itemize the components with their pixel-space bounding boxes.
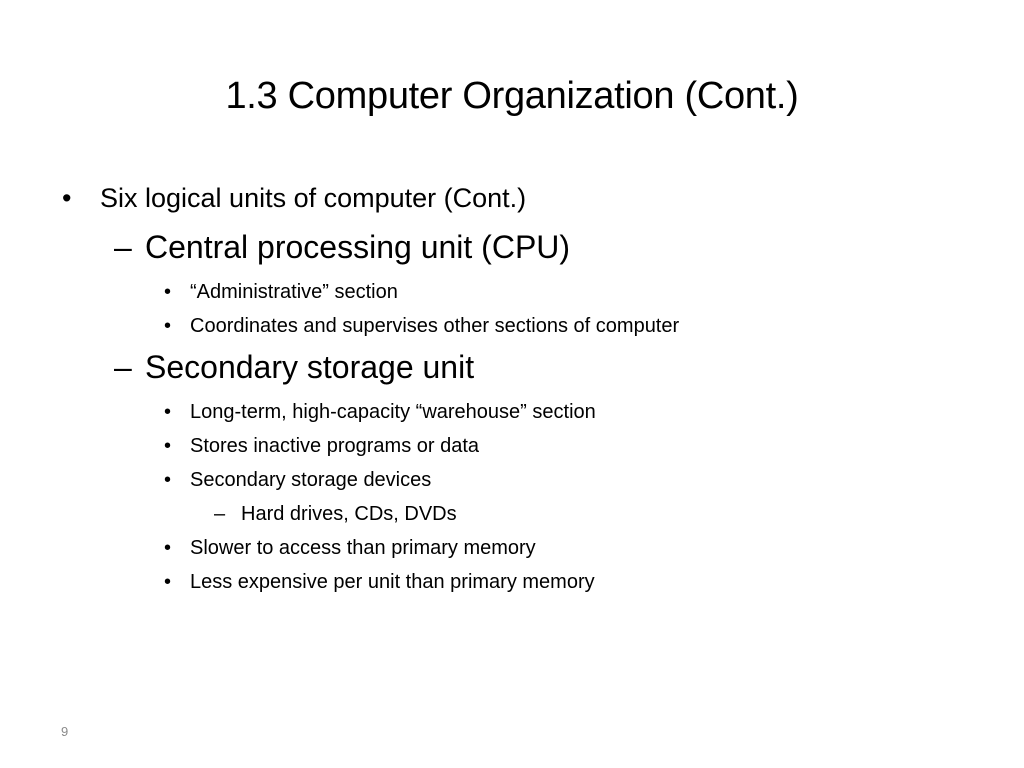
bullet-text: Secondary storage unit: [145, 349, 475, 385]
bullet-marker: •: [62, 183, 72, 213]
bullet-marker: •: [164, 469, 172, 491]
bullet-text: Less expensive per unit than primary mem…: [190, 571, 595, 593]
bullet-marker: •: [164, 435, 172, 457]
bullet-text: Six logical units of computer (Cont.): [100, 183, 527, 213]
dash-marker: –: [214, 503, 226, 525]
bullet-text: Secondary storage devices: [190, 469, 432, 491]
bullet-text: Slower to access than primary memory: [190, 537, 536, 559]
bullet-marker: •: [164, 401, 172, 423]
page-number: 9: [61, 724, 69, 739]
bullet-marker: •: [164, 571, 172, 593]
dash-marker: –: [114, 229, 132, 265]
bullet-text: Hard drives, CDs, DVDs: [241, 503, 457, 525]
dash-marker: –: [114, 349, 132, 385]
bullet-text: Central processing unit (CPU): [145, 229, 571, 265]
bullet-marker: •: [164, 281, 172, 303]
slide-title: 1.3 Computer Organization (Cont.): [225, 75, 799, 117]
bullet-marker: •: [164, 537, 172, 559]
bullet-text: Long-term, high-capacity “warehouse” sec…: [190, 401, 596, 423]
bullet-text: Coordinates and supervises other section…: [190, 315, 680, 337]
bullet-marker: •: [164, 315, 172, 337]
bullet-text: Stores inactive programs or data: [190, 435, 480, 457]
bullet-text: “Administrative” section: [190, 281, 398, 303]
